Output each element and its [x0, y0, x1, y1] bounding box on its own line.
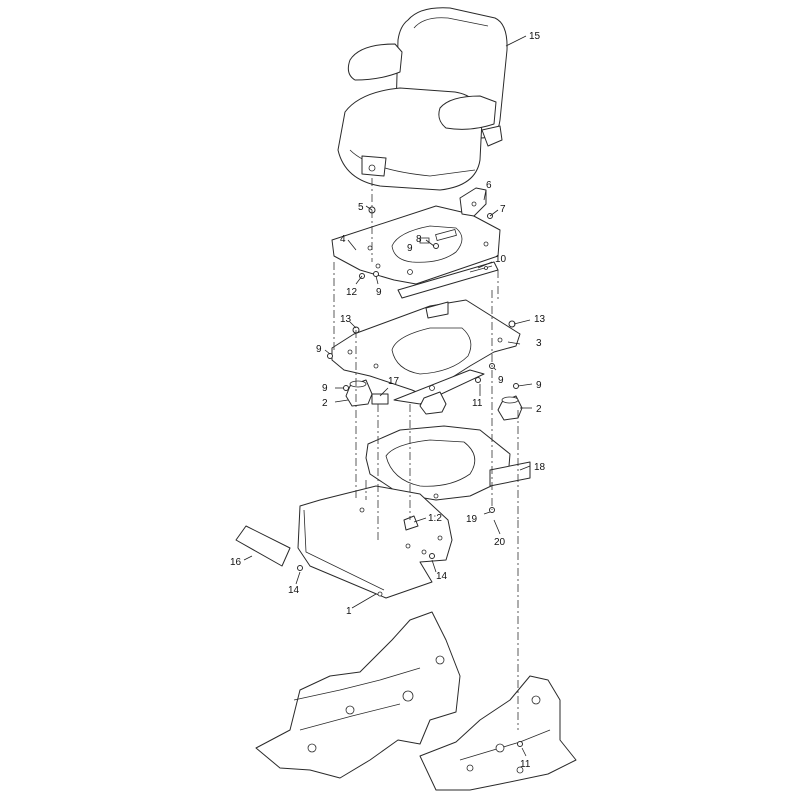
fasteners — [297, 206, 523, 747]
callout-label: 9 — [407, 243, 413, 254]
suspension-frame-part — [331, 299, 521, 405]
callout-label: 4 — [340, 234, 346, 245]
callout-label: 13 — [534, 314, 546, 325]
callout-label: 19 — [466, 514, 478, 525]
callout-label: 9 — [536, 380, 542, 391]
callout-label: 16 — [230, 557, 242, 568]
callout-label: 15 — [529, 31, 541, 42]
callout-label: 2 — [322, 398, 328, 409]
rail-part — [397, 261, 499, 299]
callout-label: 9 — [322, 383, 328, 394]
callout-labels: 15 6 5 7 4 8 9 10 12 9 13 13 9 3 9 2 17 … — [230, 31, 546, 770]
callout-label: 11 — [520, 759, 531, 770]
callout-label: 1:2 — [428, 513, 442, 524]
callout-label: 14 — [436, 571, 448, 582]
callout-label: 6 — [486, 180, 492, 191]
bracket-part — [459, 187, 487, 217]
seat-mount-plate-part — [331, 205, 501, 285]
callout-label: 17 — [388, 376, 400, 387]
callout-label: 12 — [346, 287, 358, 298]
callout-label: 7 — [500, 204, 506, 215]
callout-label: 13 — [340, 314, 352, 325]
chassis-frame — [255, 611, 577, 791]
callout-label: 11 — [472, 398, 483, 409]
callout-label: 10 — [495, 254, 507, 265]
label-part — [371, 393, 389, 405]
callout-label: 8 — [416, 234, 422, 245]
leader-lines — [243, 35, 533, 757]
callout-label: 9 — [376, 287, 382, 298]
callout-label: 5 — [358, 202, 364, 213]
callout-label: 18 — [534, 462, 546, 473]
seat-part — [337, 7, 508, 191]
callout-label: 9 — [498, 375, 504, 386]
callout-label: 3 — [536, 338, 542, 349]
callout-label: 1 — [346, 606, 352, 617]
alignment-lines — [333, 178, 519, 730]
callout-label: 9 — [316, 344, 322, 355]
main-cover-part — [297, 485, 453, 599]
callout-label: 20 — [494, 537, 506, 548]
callout-label: 14 — [288, 585, 300, 596]
tray-part — [365, 425, 531, 501]
callout-label: 2 — [536, 404, 542, 415]
isolator-mount-part — [345, 379, 523, 421]
shield-part — [235, 525, 291, 567]
